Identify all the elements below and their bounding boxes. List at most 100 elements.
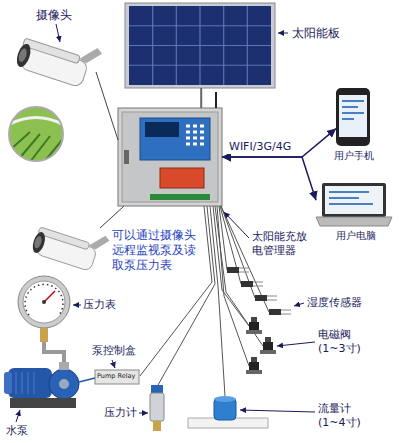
note-text: 可以通过摄像头 远程监视泵及读 取泵压力表 (112, 228, 200, 273)
pressure-transducer-picture (150, 385, 164, 431)
flow-meter-picture (188, 396, 268, 428)
part-label: 电磁阀 (1~3寸) (318, 328, 368, 356)
wireless-link (222, 157, 316, 200)
humidity-sensor-picture (239, 268, 249, 272)
pressure-transducer-picture (151, 385, 163, 393)
solar-panel-picture (129, 6, 271, 85)
edge-label: WIFI/3G/4G (228, 140, 292, 154)
humidity-sensor-picture (255, 295, 267, 301)
cabinet-picture (150, 194, 210, 200)
humidity-sensor-picture (227, 267, 291, 315)
text-holder: 压力计 (104, 406, 137, 420)
part-label: 泵控制盒 (92, 344, 136, 358)
part-label: 水泵 (6, 424, 28, 438)
camera-picture (33, 235, 43, 249)
water-pump-picture (16, 372, 34, 394)
field-inset-picture (10, 132, 62, 162)
text-holder: 湿度传感器 (307, 296, 362, 310)
cable-bundle (221, 206, 269, 312)
text-holder: 泵控制盒 (92, 344, 136, 358)
text-holder: 电磁阀 (1~3寸) (318, 328, 368, 356)
phone-picture (336, 88, 370, 146)
camera-picture (17, 47, 28, 62)
cabinet-picture (118, 108, 222, 206)
water-pump-picture (4, 372, 12, 394)
leader-line (112, 360, 115, 368)
camera-picture (30, 206, 124, 274)
laptop-picture (316, 183, 392, 226)
text-holder: Pump Relay (97, 372, 135, 380)
humidity-sensor-picture (227, 267, 239, 273)
flow-meter-picture (214, 396, 236, 402)
leader-line (16, 24, 315, 422)
control-cabinet: 太阳能充放 电管理器 (118, 108, 222, 206)
cabinet-picture (140, 118, 210, 160)
leader-line (139, 413, 148, 414)
solenoid-valve-picture (246, 370, 262, 374)
leader-line (73, 305, 81, 306)
leader-line (294, 303, 304, 306)
water-pump-picture (8, 368, 52, 398)
leader-line (278, 33, 288, 34)
pressure-transducer-picture (150, 393, 164, 421)
cabinet-picture (124, 150, 129, 164)
pump-control-box-picture (79, 370, 139, 384)
solenoid-valve-picture (251, 317, 257, 322)
text-holder: 太阳能充放 电管理器 (252, 230, 314, 258)
text-holder: WIFI/3G/4G (228, 140, 292, 154)
phone-picture (339, 95, 367, 137)
laptop-picture (325, 186, 383, 214)
pressure-gauge-picture (23, 281, 65, 323)
pressure-transducer-picture (153, 421, 161, 431)
laptop-picture (329, 192, 373, 204)
device-label: 太阳能板 (292, 26, 340, 41)
mount-line (200, 88, 202, 108)
humidity-sensor-picture (253, 282, 263, 286)
text-holder: 流量计 (1~4寸) (318, 402, 368, 430)
laptop-picture (322, 183, 386, 217)
part-label: 压力表 (83, 298, 116, 312)
solenoid-valve-picture (260, 350, 276, 354)
humidity-sensor-picture (281, 310, 291, 314)
cabinet-picture (186, 126, 204, 144)
device-marking: Pump Relay (97, 372, 135, 380)
phone-picture (336, 88, 370, 146)
text-holder: 可以通过摄像头 远程监视泵及读 取泵压力表 (112, 228, 200, 273)
pressure-gauge-picture (18, 276, 70, 362)
water-pump-picture (4, 362, 79, 408)
field-inset-picture (8, 118, 64, 126)
pump-control-box-picture (95, 370, 139, 384)
phone-picture (342, 101, 364, 119)
device-label: 太阳能充放 电管理器 (252, 230, 314, 258)
device-label: 用户电脑 (336, 230, 376, 243)
cabinet-picture (160, 168, 204, 188)
text-holder: 水泵 (6, 424, 28, 438)
field-inset-picture (8, 106, 64, 162)
text-holder: 用户手机 (334, 150, 374, 163)
cabinet-picture (145, 122, 179, 137)
solenoid-valve-picture (251, 357, 257, 362)
cable-bundle (221, 206, 255, 298)
camera-picture (38, 227, 90, 250)
device-label: 用户手机 (334, 150, 374, 163)
user-phone: 用户手机 (336, 88, 370, 146)
text-holder: 压力表 (83, 298, 116, 312)
pressure-gauge-picture (40, 328, 48, 342)
cabinet-picture (118, 92, 222, 206)
cabinet-picture (122, 112, 218, 202)
part-label: 压力计 (104, 406, 137, 420)
camera-picture (14, 42, 33, 69)
water-pump-picture (59, 362, 69, 370)
field-inset-picture (9, 107, 63, 161)
humidity-sensor-picture (267, 296, 277, 300)
leader-line (277, 342, 315, 346)
solar-panel: 太阳能板 (125, 3, 275, 88)
water-pump-picture (10, 398, 76, 408)
camera-picture (30, 231, 47, 255)
camera-picture (23, 38, 81, 64)
pressure-gauge-picture (18, 276, 70, 328)
cable-bundle (220, 206, 241, 284)
